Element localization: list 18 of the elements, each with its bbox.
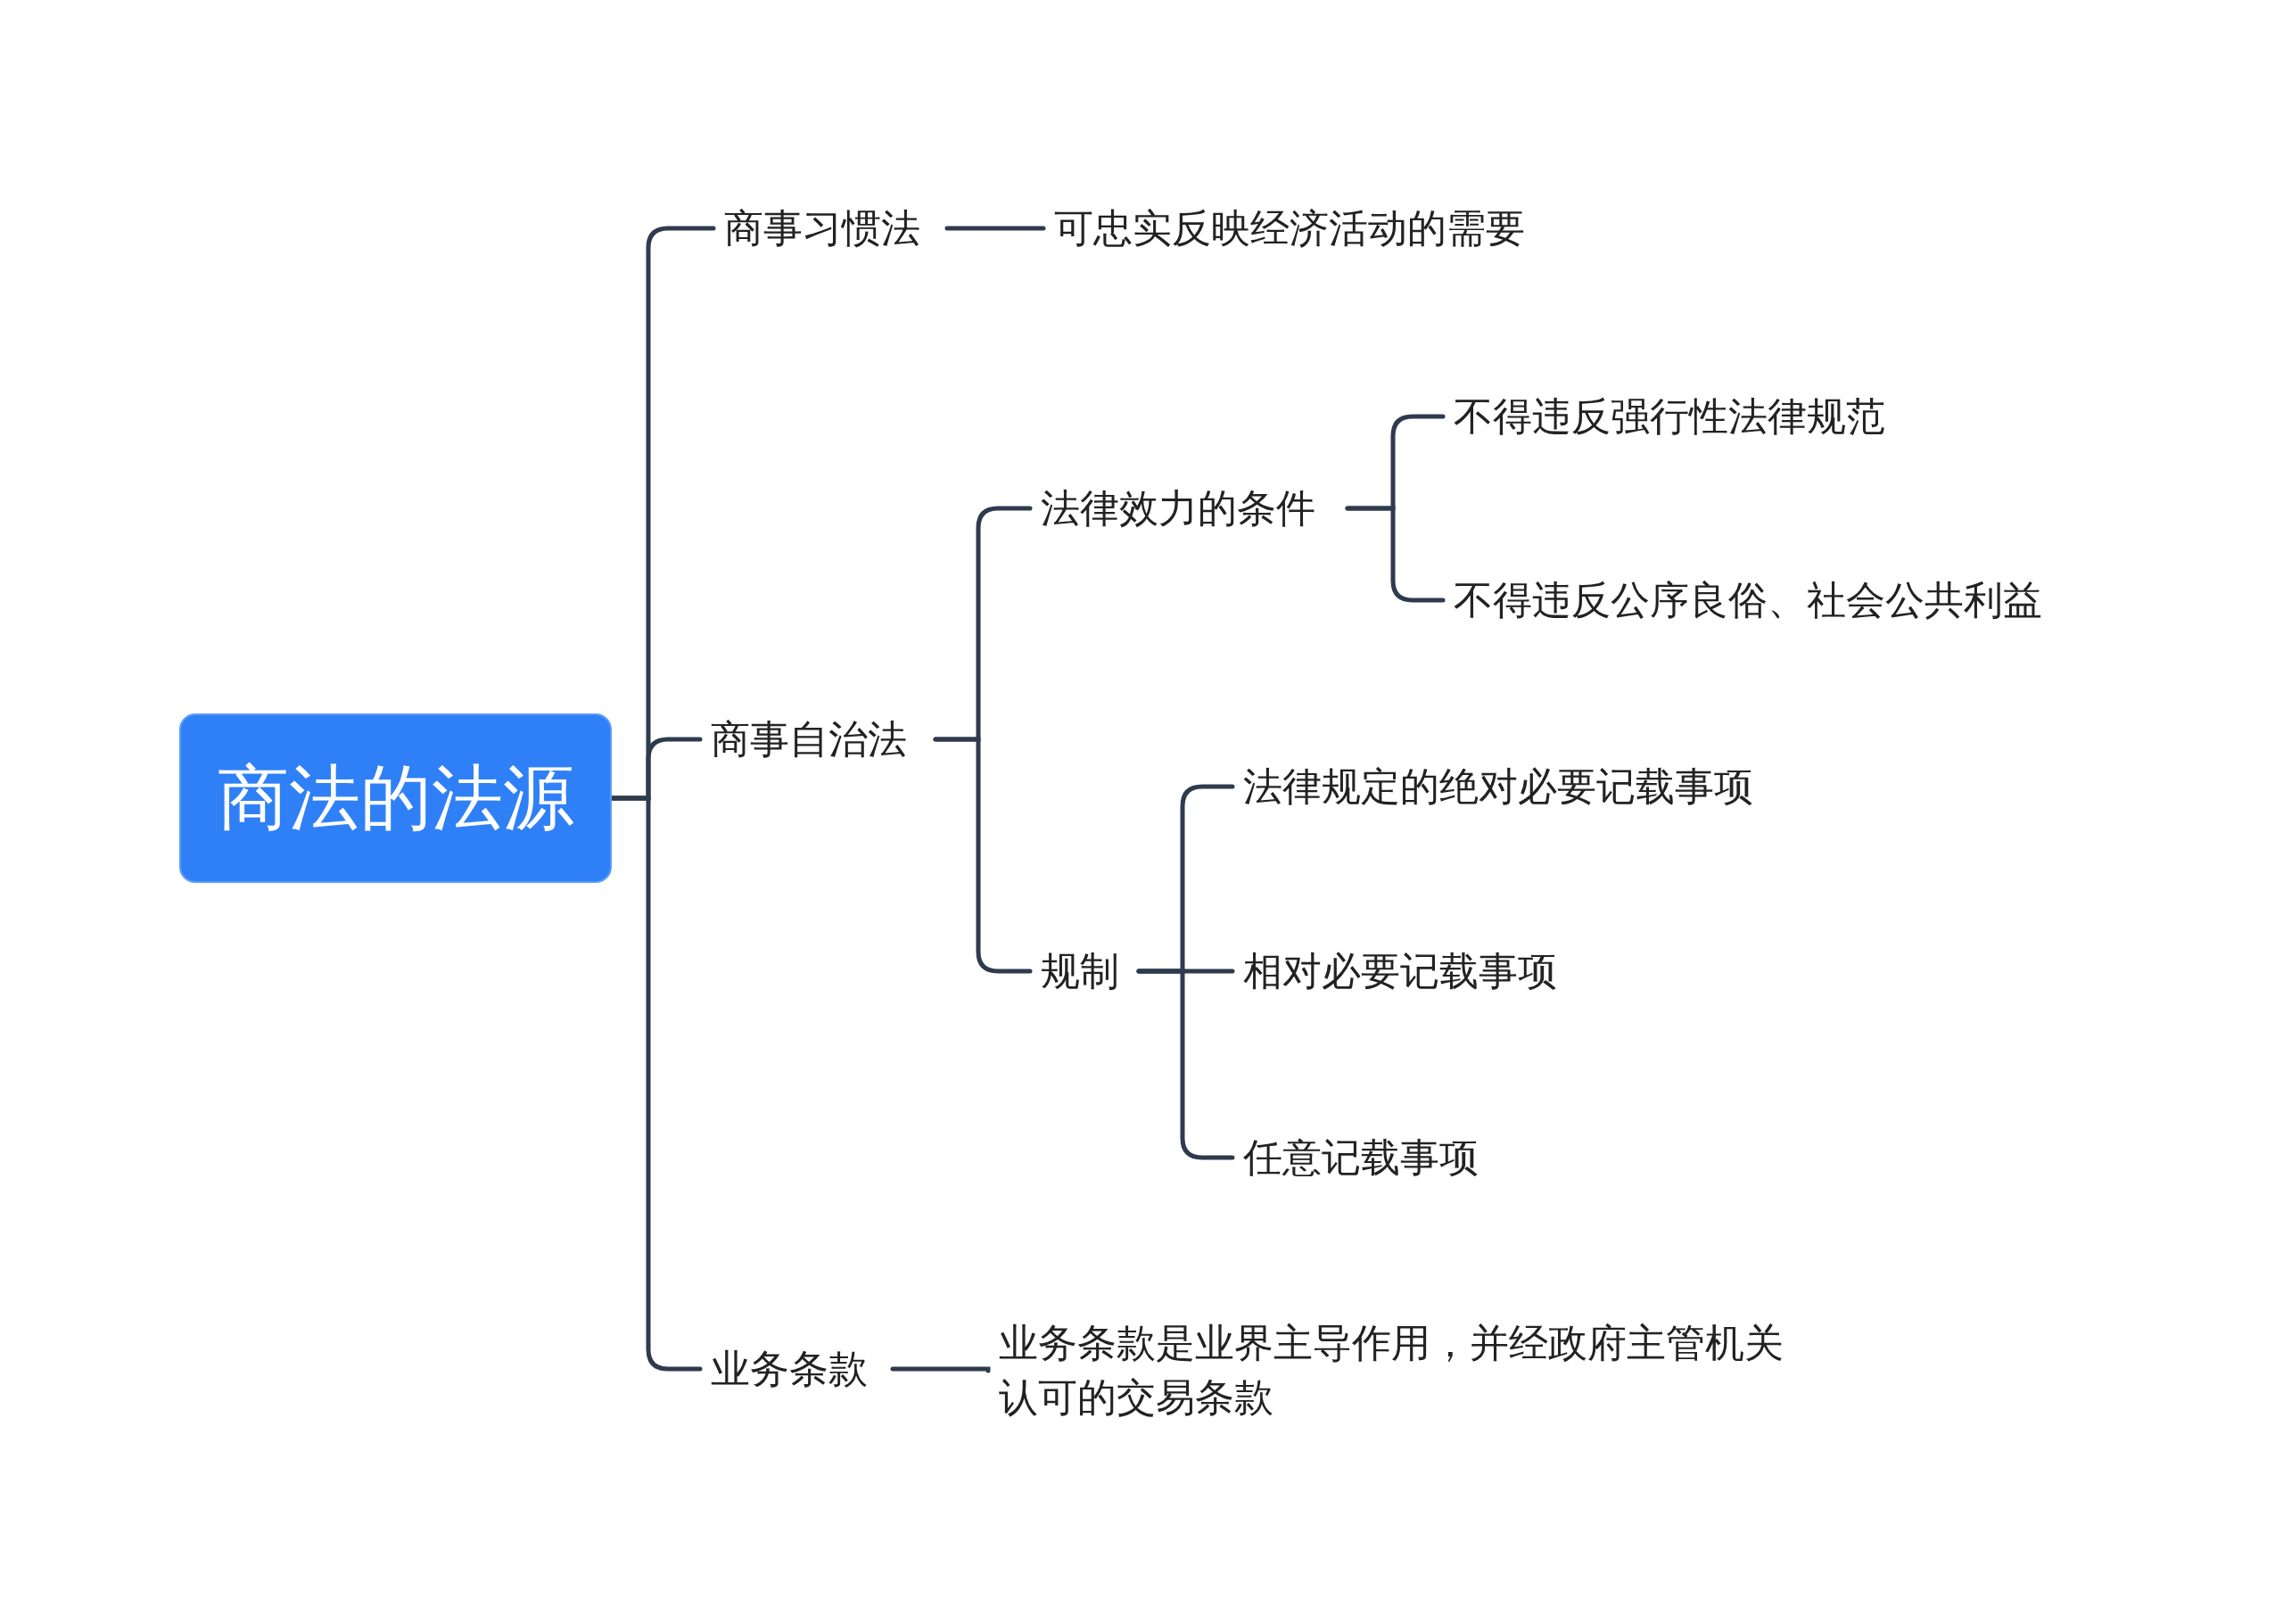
topic-label: 业务条款	[700, 1338, 893, 1400]
topic-label: 规制	[1030, 940, 1139, 1002]
topic-label: 相对必要记载事项	[1232, 940, 1616, 1002]
topic-label: 任意记载事项	[1232, 1126, 1527, 1189]
topic-label: 不得违反公序良俗、社会公共利益	[1443, 569, 2121, 631]
topic-label: 可忠实反映经济活动的需要	[1043, 197, 1578, 260]
connector-line	[1345, 506, 1446, 603]
connector-line	[890, 1366, 991, 1373]
topic-label: 法律效力的条件	[1030, 477, 1348, 540]
topic-label: 商事自治法	[700, 708, 935, 771]
topic-label: 商事习惯法	[713, 197, 947, 260]
connector-line	[1136, 969, 1235, 1160]
connector-line	[944, 226, 1046, 231]
topic-label: 法律规定的绝对必要记载事项	[1232, 755, 1839, 818]
topic-label: 业务条款是业界主导作用，并经政府主管机关认可的交易条款	[988, 1310, 1817, 1431]
connector-line	[933, 737, 1033, 974]
topic-label: 不得违反强行性法律规范	[1443, 385, 1942, 448]
central-topic-box: 商法的法源	[179, 713, 612, 883]
